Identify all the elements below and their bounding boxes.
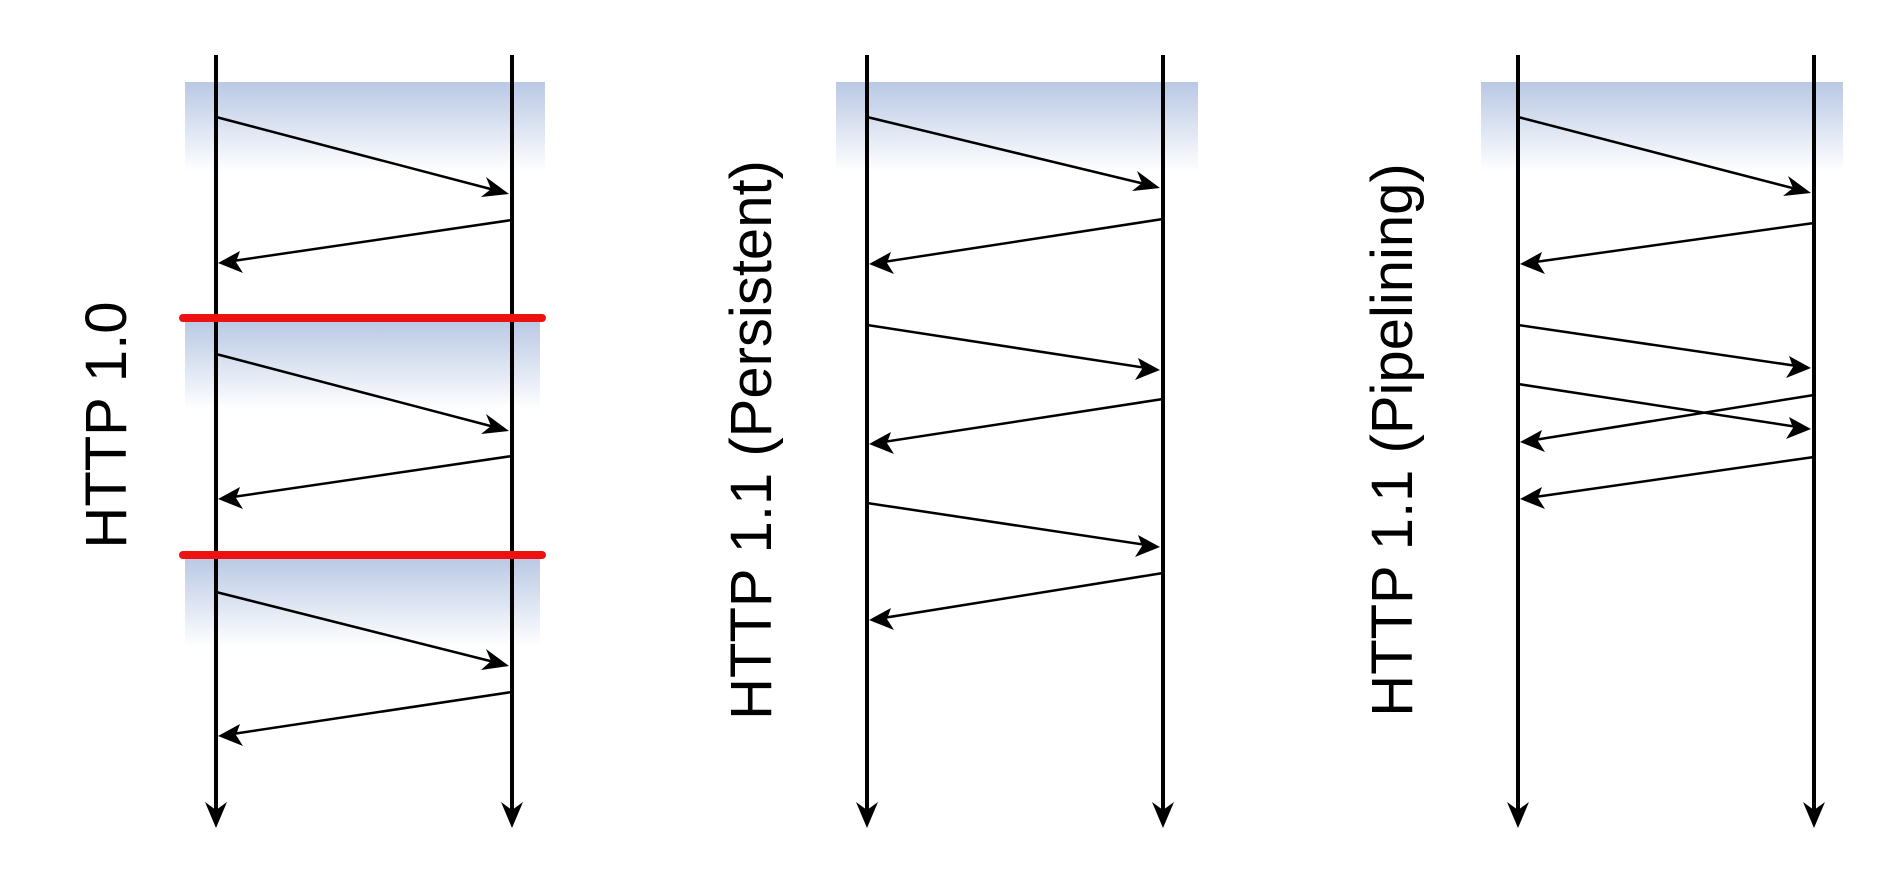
response-arrow — [1520, 221, 1815, 274]
request-shade — [1481, 82, 1843, 172]
panel-title: HTTP 1.1 (Pipelining) — [1360, 163, 1425, 716]
response-arrow — [218, 690, 513, 746]
response-arrow — [1520, 455, 1815, 509]
panel-http-1-1-pipelining: HTTP 1.1 (Pipelining) — [1360, 55, 1843, 828]
response-arrow — [1520, 393, 1815, 452]
client-timeline — [205, 55, 227, 828]
server-timeline — [1152, 55, 1174, 828]
panel-title: HTTP 1.0 — [74, 301, 139, 548]
request-shade — [185, 82, 545, 172]
response-arrow — [869, 571, 1164, 630]
request-arrow — [215, 352, 509, 434]
response-arrow — [869, 397, 1164, 454]
request-arrow — [1517, 323, 1811, 378]
response-arrow — [218, 218, 513, 273]
panel-http-1-0: HTTP 1.0 — [74, 55, 546, 828]
server-timeline — [1803, 55, 1825, 828]
request-arrow — [215, 115, 509, 197]
panel-http-1-1-persistent: HTTP 1.1 (Persistent) — [719, 55, 1198, 828]
response-arrow — [218, 454, 513, 509]
request-arrow — [866, 501, 1160, 557]
panel-title: HTTP 1.1 (Persistent) — [719, 160, 784, 720]
client-timeline — [856, 55, 878, 828]
request-shade — [836, 82, 1198, 172]
response-arrow — [869, 217, 1164, 274]
request-arrow — [866, 323, 1160, 380]
request-shade — [185, 557, 540, 647]
request-arrow — [1517, 382, 1811, 439]
request-arrow — [1517, 115, 1811, 196]
client-timeline — [1507, 55, 1529, 828]
server-timeline — [501, 55, 523, 828]
request-shade — [185, 320, 540, 410]
request-arrow — [866, 115, 1160, 191]
request-arrow — [215, 590, 509, 670]
